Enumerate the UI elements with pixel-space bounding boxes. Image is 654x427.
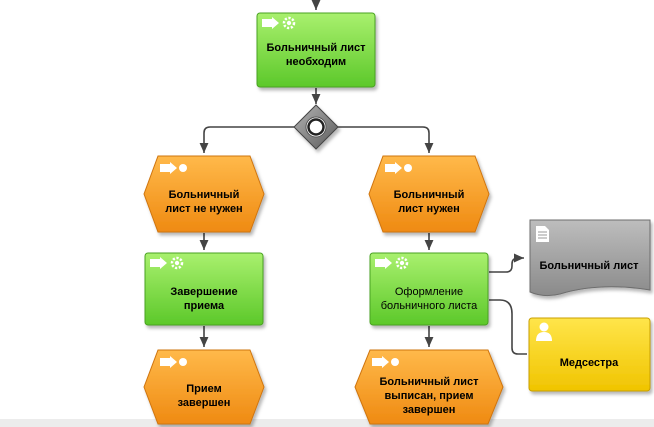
event-icon xyxy=(385,162,412,174)
event-icon xyxy=(160,356,187,368)
event-sick-leave-not-needed-line-2: лист не нужен xyxy=(165,203,242,215)
function-issue-sick-leave-line-2: больничного листа xyxy=(381,300,478,312)
connectors xyxy=(199,0,527,355)
event-sick-leave-needed-line-1: Больничный xyxy=(394,189,465,201)
function-icon xyxy=(262,16,296,30)
document-icon xyxy=(536,226,549,242)
event-appointment-finished[interactable]: Прием завершен xyxy=(143,349,265,425)
xor-gateway-icon xyxy=(305,116,327,138)
event-sick-leave-not-needed[interactable]: Больничный лист не нужен xyxy=(143,155,265,233)
function-icon xyxy=(150,256,184,270)
event-sick-leave-not-needed-line-1: Больничный xyxy=(169,189,240,201)
function-finish-appointment-line-2: приема xyxy=(184,300,225,312)
event-sick-leave-issued-finished[interactable]: Больничный лист выписан, прием завершен xyxy=(354,349,504,425)
document-sick-leave[interactable]: Больничный лист xyxy=(529,219,651,297)
function-sick-leave-required[interactable]: Больничный лист необходим xyxy=(256,12,376,88)
function-finish-appointment-line-1: Завершение xyxy=(170,286,237,298)
event-appointment-finished-line-1: Прием xyxy=(186,383,222,395)
event-sick-leave-needed[interactable]: Больничный лист нужен xyxy=(368,155,490,233)
event-sick-leave-issued-finished-line-2: выписан, прием xyxy=(385,390,474,402)
event-icon xyxy=(160,162,187,174)
document-sick-leave-label: Больничный лист xyxy=(539,260,639,272)
function-issue-sick-leave-line-1: Оформление xyxy=(395,286,463,298)
connector-gateway-to-right xyxy=(338,126,434,153)
event-sick-leave-issued-finished-line-1: Больничный лист xyxy=(379,376,479,388)
role-nurse-label: Медсестра xyxy=(560,357,619,369)
bottom-band xyxy=(0,419,654,427)
function-issue-sick-leave[interactable]: Оформление больничного листа xyxy=(369,252,489,326)
event-icon xyxy=(372,356,399,368)
event-appointment-finished-line-2: завершен xyxy=(178,397,231,409)
xor-gateway[interactable] xyxy=(293,104,339,150)
function-sick-leave-required-line-2: необходим xyxy=(286,56,346,68)
role-nurse[interactable]: Медсестра xyxy=(528,317,651,392)
function-icon xyxy=(375,256,409,270)
function-sick-leave-required-line-1: Больничный лист xyxy=(266,42,366,54)
connector-func-to-document xyxy=(489,253,524,273)
connector-role-to-func xyxy=(489,299,527,355)
person-icon xyxy=(536,322,552,341)
event-sick-leave-needed-line-2: лист нужен xyxy=(398,203,460,215)
function-finish-appointment[interactable]: Завершение приема xyxy=(144,252,264,326)
event-sick-leave-issued-finished-line-3: завершен xyxy=(403,404,456,416)
connector-gateway-to-left xyxy=(199,126,294,153)
